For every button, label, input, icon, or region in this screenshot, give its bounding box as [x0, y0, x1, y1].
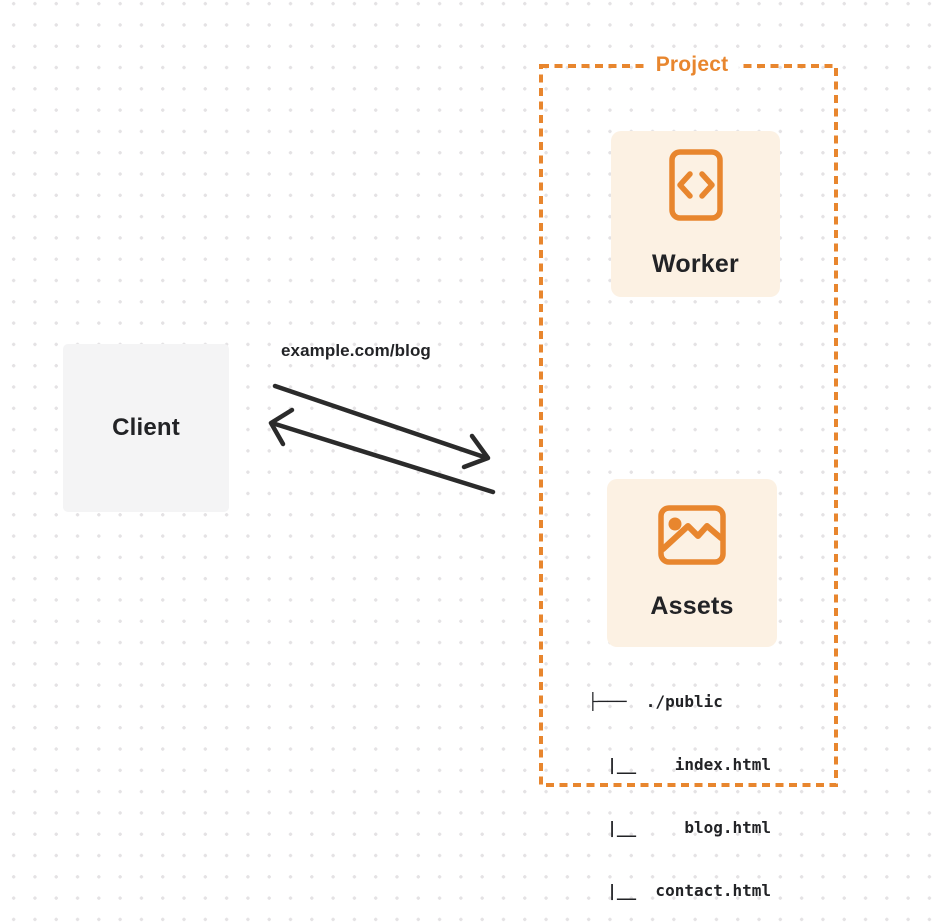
diagram-canvas: { "colors": { "orange": "#E8862E", "card… [0, 0, 938, 900]
worker-card: Worker [611, 131, 780, 297]
assets-card: Assets [607, 479, 777, 647]
request-arrow [272, 383, 491, 470]
file-tree-line-blog: |__ blog.html [588, 818, 772, 837]
assets-label: Assets [650, 592, 734, 620]
arrowhead-left-icon [268, 407, 295, 447]
file-tree-line-public: ├─── ./public [588, 692, 723, 711]
code-file-icon [668, 149, 723, 226]
project-label: Project [645, 51, 739, 78]
file-tree-line-index: |__ index.html [588, 755, 772, 774]
response-arrow [268, 407, 496, 495]
file-tree-line-contact: |__ contact.html [588, 881, 772, 900]
request-url-label: example.com/blog [281, 341, 431, 360]
arrowhead-right-icon [461, 433, 491, 470]
worker-label: Worker [652, 250, 739, 278]
file-tree: ├─── ./public |__ index.html |__ blog.ht… [588, 649, 771, 922]
image-icon [658, 505, 726, 570]
client-box: Client [63, 344, 229, 512]
client-label: Client [112, 414, 180, 441]
